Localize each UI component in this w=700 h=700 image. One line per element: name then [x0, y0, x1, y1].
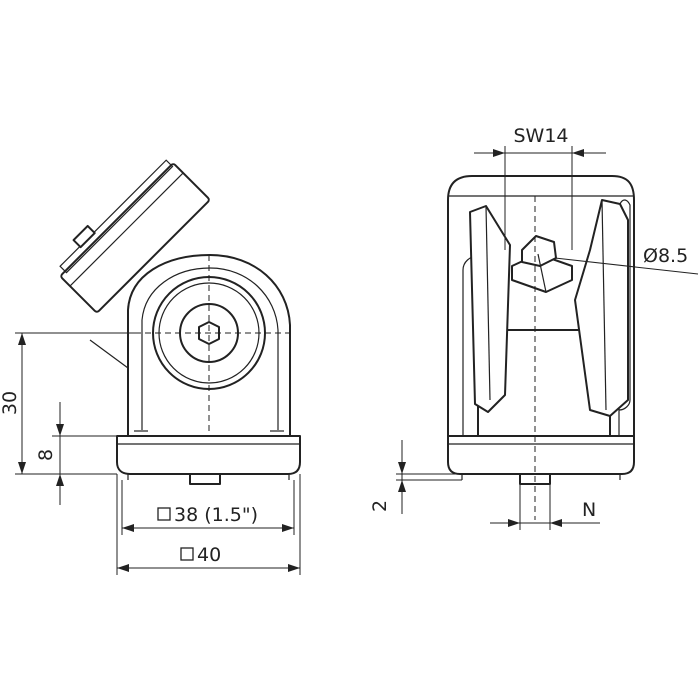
front-view — [447, 175, 635, 520]
square-symbol-icon — [157, 507, 171, 521]
dimension-height-overall-label: 30 — [0, 391, 21, 415]
square-symbol-icon — [180, 547, 194, 561]
dimension-width-inner-label: 38 (1.5") — [174, 504, 258, 526]
dimension-thickness-label: 2 — [369, 500, 391, 512]
dimension-wrench-size: SW14 — [474, 125, 606, 250]
dimension-height-overall: 30 — [0, 332, 140, 475]
right-clamp-jaw — [574, 199, 629, 417]
front-base-plate — [447, 435, 635, 475]
side-view — [59, 159, 301, 485]
dimension-height-base: 8 — [35, 402, 117, 505]
dimension-hole-diameter-label: Ø8.5 — [643, 245, 688, 267]
dimension-thickness: 2 — [369, 440, 462, 514]
dimension-width-inner: 38 (1.5") — [121, 480, 295, 535]
dimension-width-outer-label: 40 — [197, 544, 221, 566]
angled-clamp-plate — [59, 159, 210, 313]
dimension-hole-diameter: Ø8.5 — [554, 245, 699, 275]
dimension-slot-nut: N — [490, 484, 600, 530]
dimension-slot-nut-label: N — [582, 499, 596, 521]
base-plate — [116, 435, 301, 475]
dimension-wrench-size-label: SW14 — [513, 125, 568, 147]
dimension-width-outer: 40 — [116, 474, 301, 575]
base-foot — [189, 473, 221, 485]
dimension-height-base-label: 8 — [35, 449, 57, 461]
